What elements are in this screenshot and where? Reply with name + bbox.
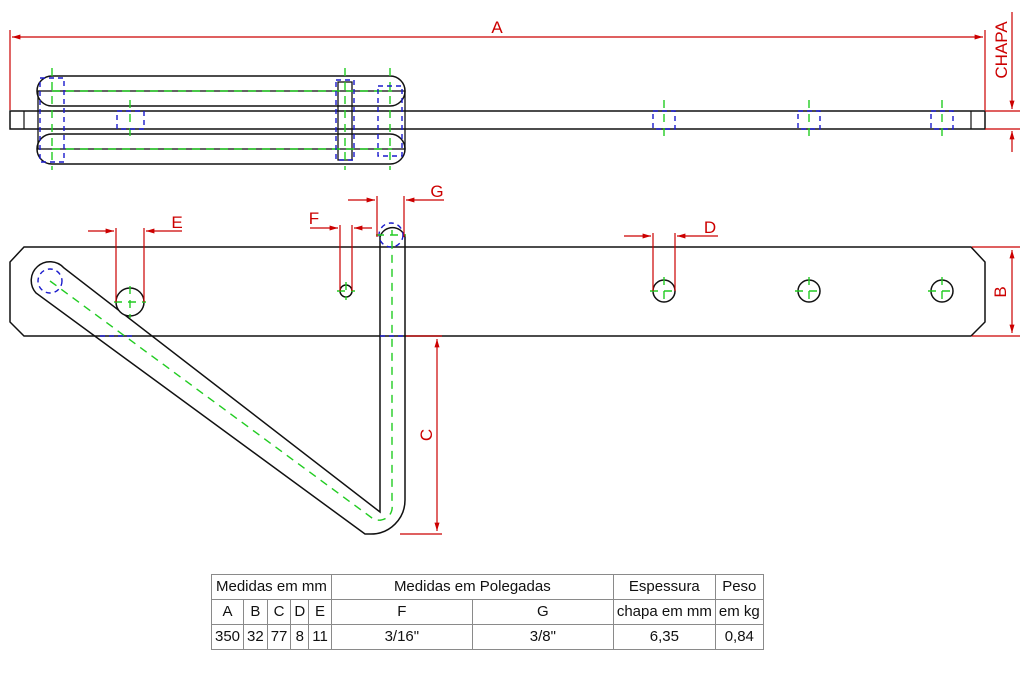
- dimension-f-label: F: [309, 209, 319, 228]
- technical-drawing: A CHAPA: [9, 12, 1020, 535]
- dimension-a: [9, 30, 986, 110]
- header-thickness-1: Espessura: [612, 574, 716, 600]
- dimension-g-label: G: [430, 182, 443, 201]
- specifications-table: Medidas em mm Medidas em Polegadas Espes…: [210, 574, 764, 650]
- col-b: B: [243, 599, 268, 625]
- dimension-a-label: A: [491, 18, 503, 37]
- front-view-plate: [9, 246, 986, 337]
- dimension-c: [400, 335, 442, 535]
- dimension-c-label: C: [417, 429, 436, 441]
- col-f: F: [330, 599, 473, 625]
- top-view-strap-body: [37, 90, 406, 150]
- value-weight: 0,84: [714, 624, 764, 650]
- front-view-diagonal-strap: [30, 226, 406, 535]
- value-a: 350: [210, 624, 245, 650]
- dimension-d: [624, 233, 718, 291]
- value-e: 11: [308, 624, 332, 650]
- top-view-strap-outline: [36, 75, 406, 107]
- front-view: [9, 222, 986, 535]
- dimension-b-label: B: [991, 286, 1010, 297]
- header-mm: Medidas em mm: [211, 574, 332, 600]
- top-view-bar: [9, 110, 986, 130]
- table-row: 350 32 77 8 11 3/16" 3/8" 6,35 0,84: [210, 624, 764, 650]
- header-weight-1: Peso: [714, 574, 764, 600]
- dimension-chapa-label: CHAPA: [992, 21, 1011, 79]
- value-d: 8: [290, 624, 310, 650]
- col-g: G: [471, 599, 614, 625]
- dimension-b: [972, 246, 1020, 337]
- header-weight-2: em kg: [714, 599, 764, 625]
- value-b: 32: [243, 624, 268, 650]
- header-inches: Medidas em Polegadas: [330, 574, 614, 600]
- dimension-e: [88, 228, 182, 302]
- header-thickness-2: chapa em mm: [612, 599, 716, 625]
- dimension-e-label: E: [171, 213, 182, 232]
- hole-strap-end: [37, 268, 63, 294]
- dimension-g: [348, 196, 444, 237]
- col-d: D: [290, 599, 310, 625]
- value-f: 3/16": [330, 624, 473, 650]
- top-view-strap-outline-lower: [36, 133, 406, 165]
- col-e: E: [308, 599, 332, 625]
- col-a: A: [210, 599, 245, 625]
- table-row: A B C D E F G chapa em mm em kg: [210, 599, 764, 625]
- col-c: C: [266, 599, 292, 625]
- value-g: 3/8": [471, 624, 614, 650]
- value-thickness: 6,35: [612, 624, 716, 650]
- dimension-f: [310, 225, 372, 291]
- dimension-chapa: [985, 12, 1020, 152]
- dimension-d-label: D: [704, 218, 716, 237]
- value-c: 77: [266, 624, 292, 650]
- table-row: Medidas em mm Medidas em Polegadas Espes…: [211, 574, 764, 600]
- top-view: [9, 68, 986, 170]
